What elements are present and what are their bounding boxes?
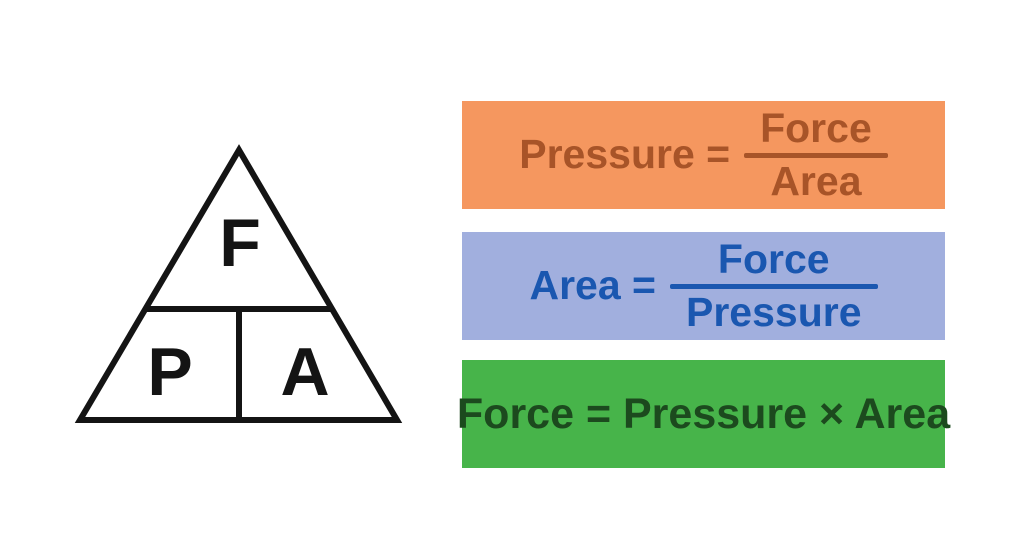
area-formula-fraction: Force Pressure bbox=[670, 235, 878, 336]
triangle-label-area: A bbox=[280, 334, 329, 410]
area-formula-numerator: Force bbox=[717, 235, 830, 282]
triangle-label-pressure: P bbox=[147, 334, 192, 410]
area-formula-row: Area = Force Pressure bbox=[462, 232, 945, 340]
force-formula-box: Force = Pressure × Area bbox=[457, 360, 950, 468]
formula-triangle: F P A bbox=[74, 144, 403, 423]
fraction-bar bbox=[670, 283, 878, 289]
area-formula-box: Area = Force Pressure bbox=[462, 232, 945, 340]
pressure-formula-denominator: Area bbox=[770, 157, 862, 204]
pressure-formula-row: Pressure = Force Area bbox=[462, 101, 945, 209]
pressure-formula-fraction: Force Area bbox=[744, 104, 888, 205]
pressure-formula-box: Pressure = Force Area bbox=[462, 101, 945, 209]
area-formula-denominator: Pressure bbox=[686, 288, 862, 335]
pressure-formula-lhs: Pressure = bbox=[519, 131, 731, 178]
triangle-label-force: F bbox=[219, 205, 261, 281]
area-formula-lhs: Area = bbox=[529, 262, 656, 309]
force-formula-text: Force = Pressure × Area bbox=[456, 389, 951, 438]
pressure-formula-numerator: Force bbox=[760, 104, 872, 151]
fraction-bar bbox=[744, 152, 888, 158]
force-formula-row: Force = Pressure × Area bbox=[457, 360, 950, 468]
